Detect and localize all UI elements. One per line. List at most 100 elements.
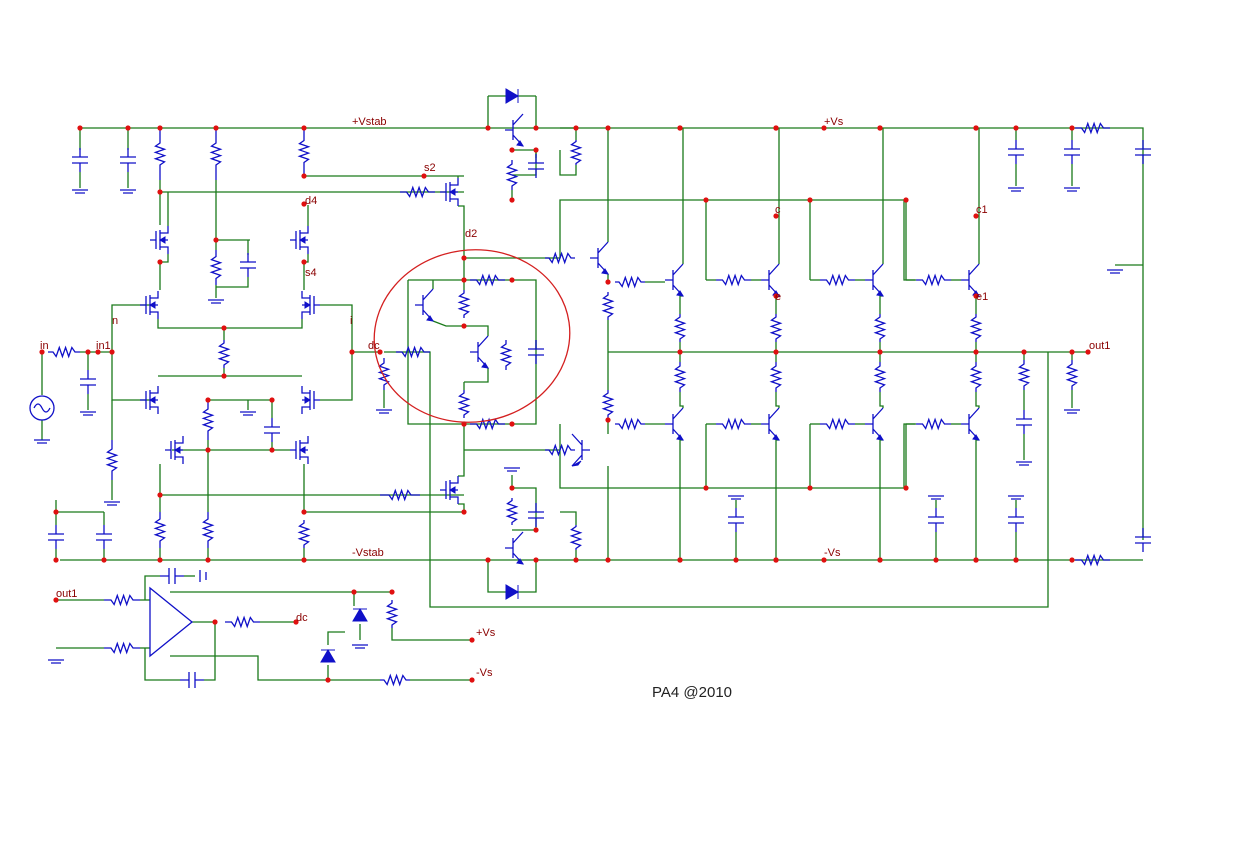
wire (464, 368, 489, 383)
junction-dot (157, 259, 163, 265)
zener-diode (320, 649, 336, 663)
wire (384, 351, 1049, 608)
wire (560, 511, 577, 525)
capacitor (120, 148, 136, 172)
resistor (673, 362, 687, 392)
bjt-transistor (665, 263, 684, 297)
bjt-transistor (665, 407, 684, 441)
wire (559, 150, 577, 176)
junction-dot (1021, 349, 1027, 355)
bjt-arrow (676, 290, 684, 297)
capacitor (1135, 528, 1151, 552)
bjt-transistor (865, 407, 884, 441)
junction-dot (53, 597, 59, 603)
junction-dot (533, 527, 539, 533)
wire (679, 392, 684, 408)
junction-dot (773, 293, 779, 299)
wire (679, 295, 683, 314)
junction-dot (1069, 557, 1075, 563)
junction-dot (821, 557, 827, 563)
resistor (545, 443, 575, 457)
label-vs-pos: +Vs (824, 116, 844, 128)
ground-symbol (928, 495, 944, 500)
capacitor (80, 370, 96, 394)
bjt-transistor (590, 241, 609, 275)
diode (505, 88, 519, 104)
junction-dot (157, 492, 163, 498)
signal-source-icon (29, 395, 55, 421)
wire (216, 277, 249, 288)
ground-symbol (504, 467, 520, 472)
junction-dot (773, 213, 779, 219)
junction-dot (301, 125, 307, 131)
capacitor (528, 154, 544, 178)
resistor (153, 128, 167, 180)
mosfet-arrow (304, 301, 311, 309)
junction-dot (461, 323, 467, 329)
resistor (569, 525, 583, 550)
junction-dot (605, 417, 611, 423)
wire (775, 392, 780, 408)
junction-dot (973, 557, 979, 563)
junction-dot (389, 589, 395, 595)
wire (391, 628, 472, 641)
junction-dot (269, 447, 275, 453)
junction-dot (509, 197, 515, 203)
junction-dot (677, 349, 683, 355)
label-vstab-pos: +Vstab (352, 116, 387, 128)
junction-dot (573, 557, 579, 563)
ground-symbol (72, 189, 88, 194)
bjt-arrow (426, 315, 434, 322)
junction-dot (533, 147, 539, 153)
junction-dot (973, 293, 979, 299)
wire (170, 655, 380, 681)
wire (458, 503, 465, 512)
wire (327, 631, 345, 645)
capacitor (96, 525, 112, 549)
bjt-transistor (415, 288, 434, 322)
resistor (769, 314, 783, 342)
junction-dot (205, 557, 211, 563)
ground-symbol (34, 439, 50, 444)
junction-dot (1069, 349, 1075, 355)
junction-dot (377, 349, 383, 355)
junction-dot (157, 189, 163, 195)
ground-symbol (80, 411, 96, 416)
junction-dot (509, 277, 515, 283)
capacitor (1008, 140, 1024, 164)
resistor (105, 440, 119, 480)
ground-symbol (1008, 495, 1024, 500)
mosfet-arrow (449, 486, 456, 494)
label-s2: s2 (424, 162, 436, 174)
capacitor (1135, 140, 1151, 164)
resistor (769, 362, 783, 392)
capacitor (1064, 140, 1080, 164)
label-d2: d2 (465, 228, 477, 240)
wire (204, 622, 216, 681)
junction-dot (677, 557, 683, 563)
ground-symbol (104, 501, 120, 506)
ground-symbol (376, 409, 392, 414)
ground-symbol (1107, 269, 1123, 274)
bjt-arrow (876, 434, 884, 441)
junction-dot (301, 173, 307, 179)
junction-dots (39, 125, 1091, 683)
wire (679, 439, 683, 560)
wire (320, 352, 353, 401)
resistor (400, 185, 435, 199)
bjt-transistor (505, 113, 524, 147)
resistor (217, 340, 231, 368)
wire (159, 254, 169, 290)
junction-dot (301, 509, 307, 515)
schematic-wires (41, 95, 1144, 681)
label-e: e (775, 291, 781, 303)
resistor (380, 673, 410, 687)
capacitor (528, 503, 544, 527)
resistor (1017, 360, 1031, 390)
wire (111, 352, 150, 401)
wire (111, 304, 150, 352)
wire (879, 392, 884, 408)
bjt-transistor (761, 407, 780, 441)
junction-dot (469, 637, 475, 643)
wire (879, 295, 883, 314)
